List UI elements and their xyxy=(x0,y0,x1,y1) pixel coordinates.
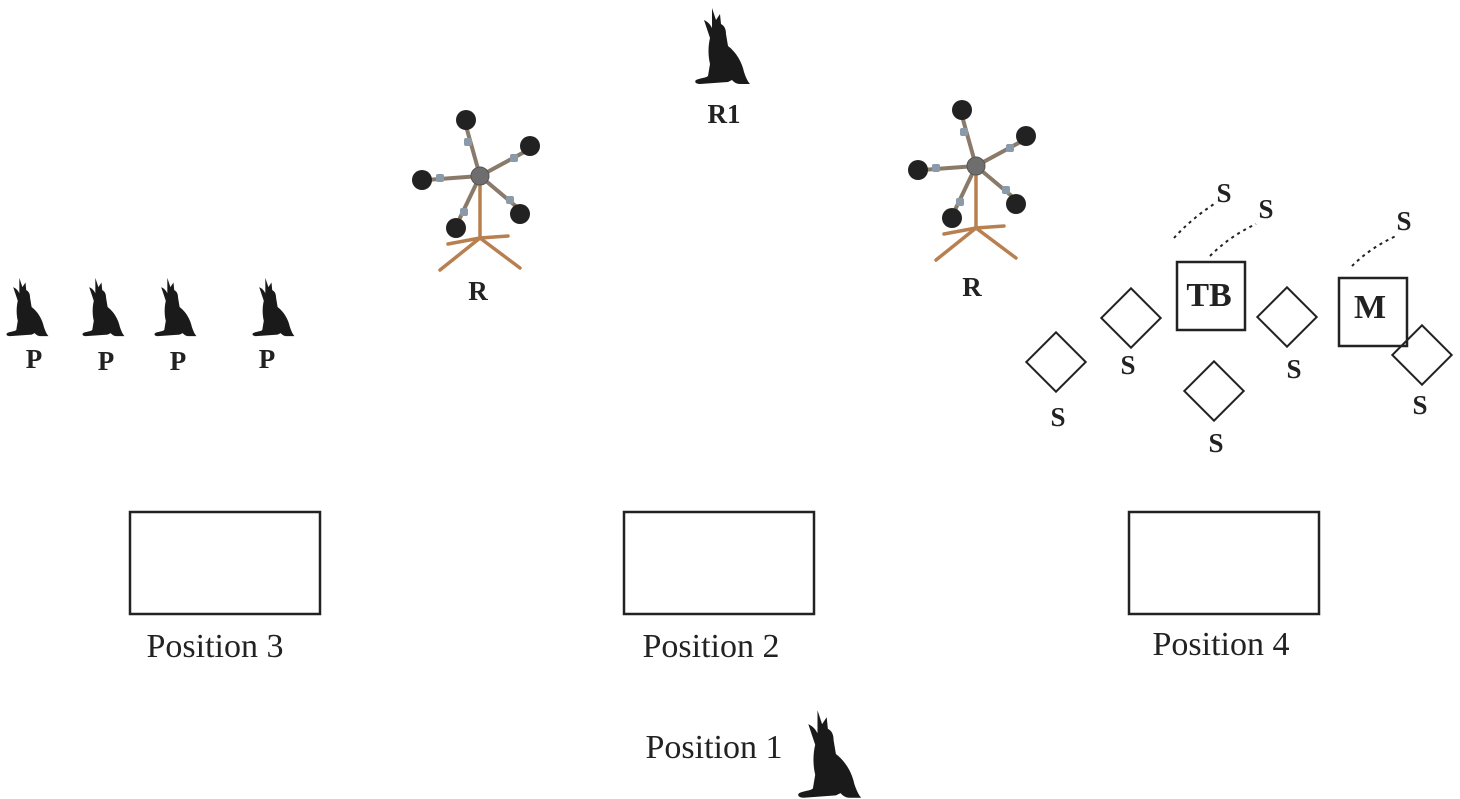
speaker-diamond-2 xyxy=(1099,286,1163,350)
tb-label: TB xyxy=(1186,277,1231,314)
position-4-box xyxy=(1127,510,1321,616)
speaker-diamond-1 xyxy=(1024,330,1088,394)
m-box xyxy=(1337,276,1409,348)
position-3-box xyxy=(128,510,322,616)
position-1-coyote-icon xyxy=(798,710,862,798)
post-coyote-4-icon xyxy=(252,277,295,337)
speaker-diamond-4 xyxy=(1255,285,1319,349)
r1-coyote-icon xyxy=(695,8,750,84)
post-label-2: P xyxy=(98,346,115,376)
speaker-label-dotted-3: S xyxy=(1396,206,1411,236)
position-4-label: Position 4 xyxy=(1153,626,1290,663)
post-label-1: P xyxy=(26,344,43,374)
dotted-line-3 xyxy=(1351,235,1397,267)
position-2-box xyxy=(622,510,816,616)
post-label-4: P xyxy=(259,344,276,374)
speaker-label-dotted-2: S xyxy=(1258,194,1273,224)
dotted-line-2 xyxy=(1209,223,1257,257)
speaker-label-3: S xyxy=(1208,428,1223,458)
dotted-line-1 xyxy=(1173,203,1215,239)
position-3-label: Position 3 xyxy=(147,628,284,665)
position-2-label: Position 2 xyxy=(643,628,780,665)
post-label-3: P xyxy=(170,346,187,376)
m-label: M xyxy=(1354,289,1386,326)
post-coyote-3-icon xyxy=(154,277,197,337)
post-coyote-2-icon xyxy=(82,277,125,337)
rotator-left-label: R xyxy=(468,276,488,306)
speaker-label-dotted-1: S xyxy=(1216,178,1231,208)
post-coyote-1-icon xyxy=(6,277,49,337)
speaker-label-2: S xyxy=(1120,350,1135,380)
speaker-diamond-3 xyxy=(1182,359,1246,423)
tb-box xyxy=(1175,260,1247,332)
speaker-label-5: S xyxy=(1412,390,1427,420)
r1-label: R1 xyxy=(708,99,741,129)
speaker-label-1: S xyxy=(1050,402,1065,432)
speaker-diamond-5 xyxy=(1390,323,1454,387)
speaker-label-4: S xyxy=(1286,354,1301,384)
rotator-left-icon xyxy=(412,108,542,272)
rotator-right-label: R xyxy=(962,272,982,302)
position-1-label: Position 1 xyxy=(646,729,783,766)
rotator-right-icon xyxy=(908,98,1038,262)
